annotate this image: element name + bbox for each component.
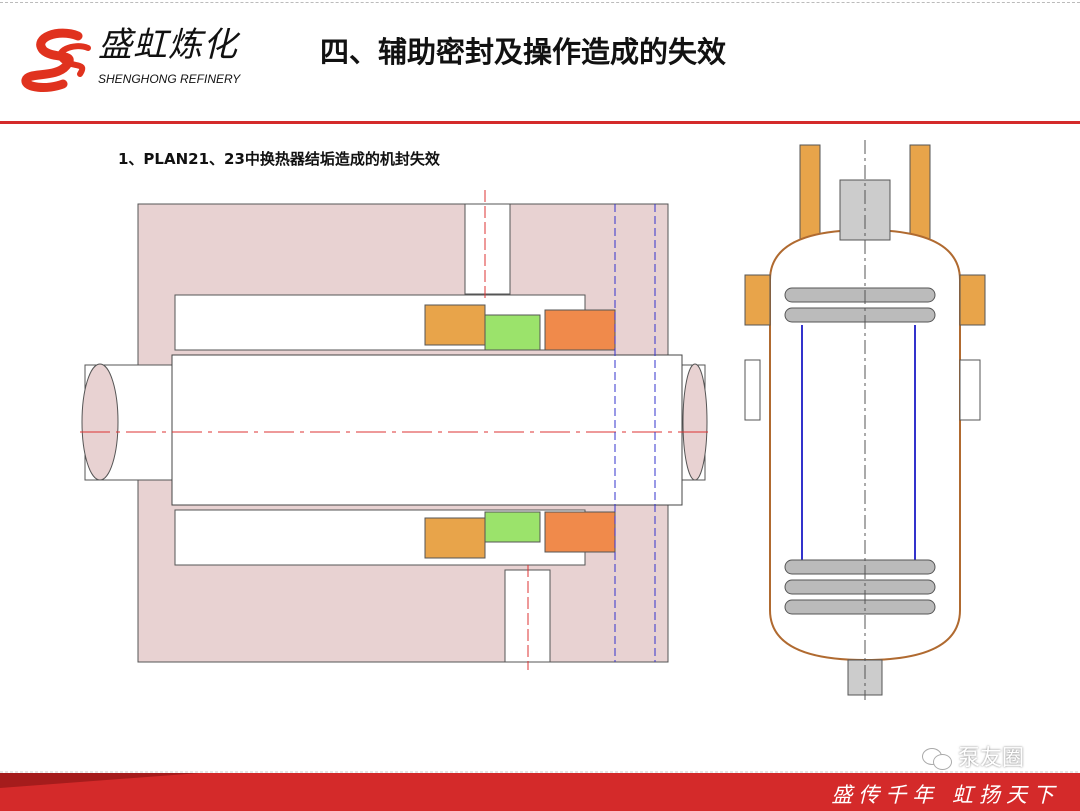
slide-title: 四、辅助密封及操作造成的失效: [320, 35, 727, 69]
footer-banner: [0, 771, 1080, 811]
footer-slogan: 盛传千年 虹扬天下: [831, 783, 1060, 807]
seal-cross-section-drawing: [80, 190, 710, 670]
company-logo: 盛虹炼化 SHENGHONG REFINERY: [18, 26, 288, 96]
logo-s-icon: [21, 28, 91, 92]
watermark-text: 泵友圈: [958, 746, 1025, 771]
header-rule: [0, 121, 1080, 124]
slide-subtitle: 1、PLAN21、23中换热器结垢造成的机封失效: [118, 150, 440, 168]
logo-chinese: 盛虹炼化: [98, 25, 238, 65]
logo-english: SHENGHONG REFINERY: [98, 72, 241, 86]
top-border: [0, 2, 1080, 3]
watermark: 泵友圈: [922, 746, 1024, 772]
heat-exchanger-drawing: [744, 140, 986, 700]
wechat-icon: [922, 748, 952, 770]
